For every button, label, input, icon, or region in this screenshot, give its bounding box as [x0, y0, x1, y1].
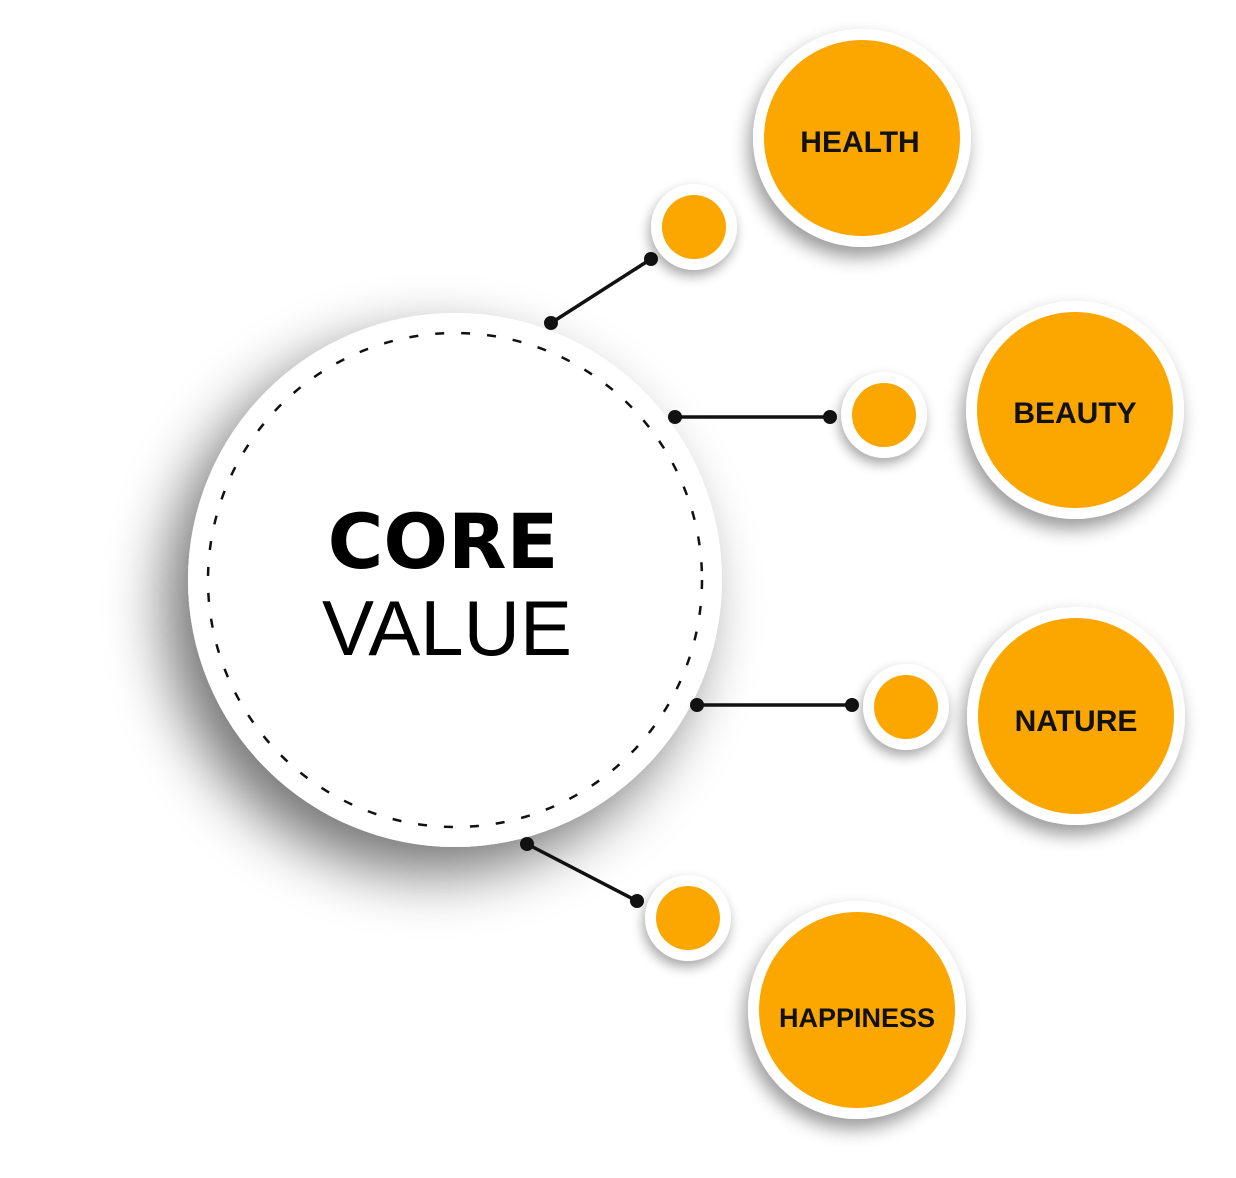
topic-happiness: HAPPINESS: [748, 901, 966, 1119]
topic-beauty: BEAUTY: [966, 301, 1184, 519]
connector-beauty: [668, 410, 837, 424]
topic-label-happiness: HAPPINESS: [779, 1003, 935, 1033]
topic-health: HEALTH: [753, 29, 971, 247]
connector-happiness: [520, 837, 644, 908]
connector-nature: [690, 698, 859, 712]
topic-label-nature: NATURE: [1015, 705, 1138, 738]
accent-dot-nature: [863, 664, 949, 750]
core-title-bold: CORE: [328, 497, 559, 586]
accent-dot-beauty: [841, 372, 927, 458]
accent-dot-health: [651, 184, 737, 270]
topic-label-beauty: BEAUTY: [1013, 397, 1136, 430]
topic-nature: NATURE: [967, 607, 1185, 825]
core-circle: CORE VALUE: [188, 313, 722, 847]
accent-dot-happiness: [645, 875, 731, 961]
core-dashed-ring: [206, 331, 704, 829]
connector-health: [544, 252, 658, 330]
topic-label-health: HEALTH: [800, 126, 919, 159]
core-title-light: VALUE: [322, 584, 572, 672]
